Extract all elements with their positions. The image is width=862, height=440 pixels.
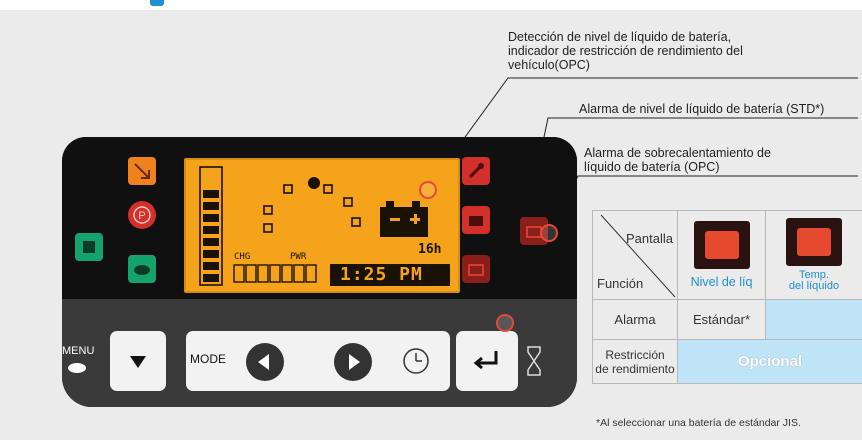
menu-label-text: MENU [62,345,95,357]
down-arrow-icon [130,356,146,368]
enter-button[interactable] [456,331,518,391]
mode-label: MODE [190,352,226,366]
lcd-pwr-label: PWR [290,252,307,262]
lcd-graphics [199,166,450,286]
enter-arrow-icon [473,351,498,370]
table-header-funcion: Función [597,276,644,291]
right-arrow-icon [349,354,360,370]
callout-detection-line2: indicador de restricción de rendimiento … [508,44,743,58]
table-col-level-name: Nivel de líq [690,275,753,289]
table-row-alarma-label: Alarma [592,300,678,340]
svg-text:P: P [138,210,145,222]
table-row-restr-value-text: Opcional [737,353,803,370]
battery-temp-thumb-icon [786,218,842,266]
right-button[interactable] [334,343,372,381]
left-button[interactable] [246,343,284,381]
title-accent-mark [150,0,164,6]
table-header-pantalla: Pantalla [626,231,673,246]
lcd-chg-label: CHG [234,252,251,262]
table-row-restr-value: Opcional [678,340,862,384]
table-row-restr-label: Restricción de rendimiento [592,340,678,384]
table-col-temp-name-line1: Temp. [799,269,829,281]
parking-brake-icon: P [128,201,156,229]
hourglass-icon [527,346,541,381]
callout-overheat-line1: Alarma de sobrecalentamiento de [584,146,771,160]
lcd-display: 16h CHG PWR 1:25 PM [184,158,460,293]
table-row-restr-label-line1: Restricción [605,347,665,362]
turtle-menu-icon [66,360,88,378]
table-col-temp-name-line2: del líquido [788,280,840,292]
lcd-hours-readout: 16h [418,242,442,257]
clock-button[interactable] [400,345,432,377]
callout-ring-detection [419,181,437,199]
callout-overheat: Alarma de sobrecalentamiento de líquido … [584,146,771,174]
battery-temp-icon [462,206,490,234]
callout-overheat-line2: líquido de batería (OPC) [584,160,720,174]
lcd-clock-readout: 1:25 PM [340,264,423,285]
callout-detection: Detección de nivel de líquido de batería… [508,30,743,72]
left-arrow-icon [258,354,269,370]
table-row-restr-label-line2: de rendimiento [595,361,675,376]
turtle-icon [128,255,156,283]
callout-level-alarm: Alarma de nivel de líquido de batería (S… [579,102,825,116]
seat-icon [75,233,103,261]
callout-detection-line3: vehículo(OPC) [508,58,590,72]
battery-level-icon [462,255,490,283]
wrench-icon [462,157,490,185]
table-row-alarma-value: Estándar* [678,300,766,340]
callout-ring-overheat [540,224,558,242]
table-row-alarma-temp [766,300,862,340]
callout-detection-line1: Detección de nivel de líquido de batería… [508,30,732,44]
table-corner-cell: Pantalla Función [592,210,678,300]
table-col-temp: Temp. del líquido [766,210,862,300]
table-col-level: Nivel de líq [678,210,766,300]
menu-label: MENU [62,345,94,357]
footnote: *Al seleccionar una batería de estándar … [596,417,801,429]
mode-keypad-group: MODE [186,331,450,391]
indicator-warning-icon [128,157,156,185]
callout-ring-level-alarm [496,314,514,332]
battery-level-thumb-icon [693,221,750,269]
down-button[interactable] [110,331,166,391]
